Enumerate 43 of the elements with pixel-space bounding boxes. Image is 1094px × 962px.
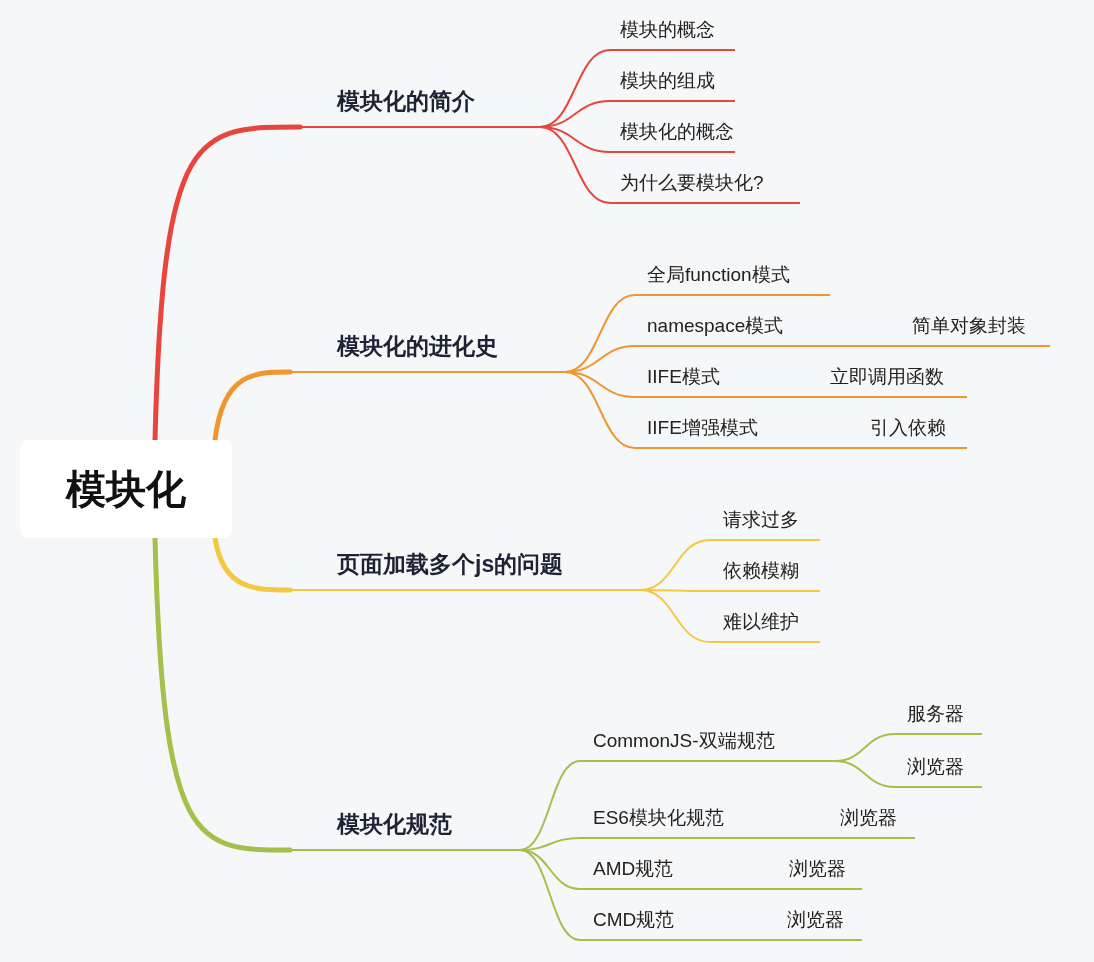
subtopic: 引入依赖 bbox=[850, 408, 967, 449]
branch-line bbox=[819, 837, 831, 839]
subtopic: 难以维护 bbox=[710, 602, 820, 643]
subtopic: 浏览器 bbox=[775, 849, 862, 890]
subtopic: IIFE模式 bbox=[635, 357, 790, 398]
subtopic: 模块的组成 bbox=[610, 61, 735, 102]
branch-line bbox=[834, 760, 896, 788]
subtopic: 简单对象封装 bbox=[870, 306, 1050, 347]
subtopic: 依赖模糊 bbox=[710, 551, 820, 592]
branch-line bbox=[519, 849, 581, 941]
subtopic: ES6模块化规范 bbox=[580, 798, 820, 839]
branch-line bbox=[789, 396, 801, 398]
branch-line bbox=[212, 535, 293, 593]
main-topic: 页面加载多个js的问题 bbox=[290, 540, 640, 591]
subtopic: namespace模式 bbox=[635, 306, 860, 347]
subtopic: 服务器 bbox=[895, 694, 982, 735]
subtopic: IIFE增强模式 bbox=[635, 408, 840, 449]
central-topic: 模块化 bbox=[20, 440, 232, 538]
subtopic: CommonJS-双端规范 bbox=[580, 721, 835, 762]
branch-line bbox=[152, 124, 303, 443]
branch-line bbox=[539, 126, 611, 204]
subtopic: 全局function模式 bbox=[635, 255, 830, 296]
branch-line bbox=[859, 345, 871, 347]
subtopic: 浏览器 bbox=[895, 747, 982, 788]
branch-line bbox=[639, 589, 711, 643]
branch-line bbox=[152, 535, 293, 853]
subtopic: AMD规范 bbox=[580, 849, 765, 890]
main-topic: 模块化规范 bbox=[290, 800, 520, 851]
subtopic: 模块的概念 bbox=[610, 10, 735, 51]
subtopic: 浏览器 bbox=[830, 798, 915, 839]
subtopic: 浏览器 bbox=[775, 900, 862, 941]
subtopic: CMD规范 bbox=[580, 900, 765, 941]
branch-line bbox=[764, 888, 776, 890]
subtopic: 立即调用函数 bbox=[800, 357, 967, 398]
branch-line bbox=[764, 939, 776, 941]
main-topic: 模块化的进化史 bbox=[290, 322, 565, 373]
branch-line bbox=[839, 447, 851, 449]
main-topic: 模块化的简介 bbox=[300, 77, 540, 128]
subtopic: 请求过多 bbox=[710, 500, 820, 541]
subtopic: 模块化的概念 bbox=[610, 112, 735, 153]
branch-line bbox=[212, 369, 293, 443]
subtopic: 为什么要模块化? bbox=[610, 163, 800, 204]
branch-line bbox=[564, 371, 636, 449]
